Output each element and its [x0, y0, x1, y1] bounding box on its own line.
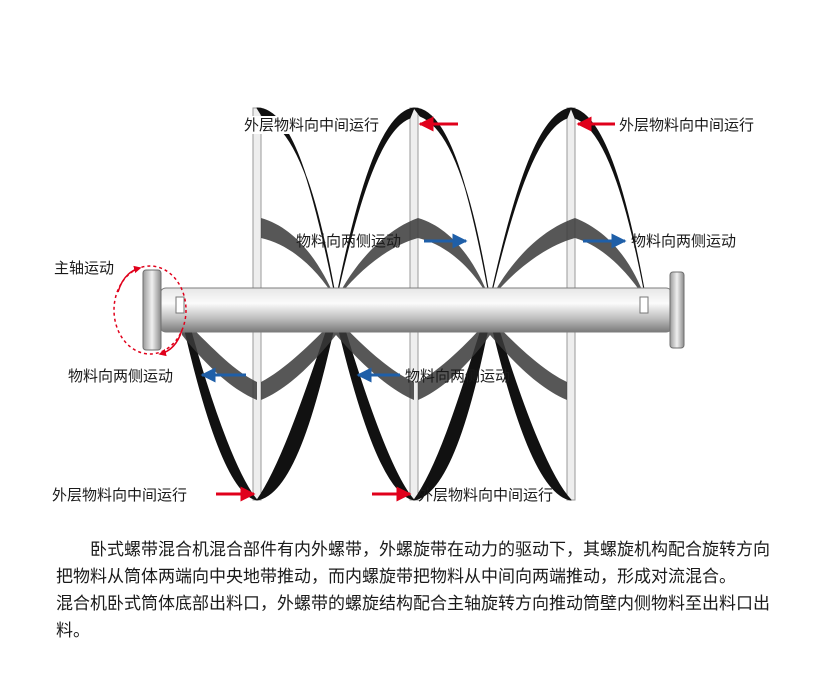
description-paragraph-1: 卧式螺带混合机混合部件有内外螺带，外螺旋带在动力的驱动下，其螺旋机构配合旋转方向… [56, 540, 770, 587]
label-outer-top-left: 外层物料向中间运行 [244, 116, 380, 134]
label-inner-lower-left: 物料向两侧运动 [68, 367, 174, 385]
label-outer-top-right: 外层物料向中间运行 [619, 116, 755, 134]
label-inner-lower-mid: 物料向两侧运动 [405, 367, 511, 385]
main-shaft [142, 269, 685, 351]
inner-flow-arrows [200, 233, 627, 383]
description-paragraph-2: 混合机卧式筒体底部出料口，外螺带的螺旋结构配合主轴旋转方向推动筒壁内侧物料至出料… [56, 594, 770, 641]
label-shaft-motion: 主轴运动 [54, 259, 115, 277]
ribbon-mixer-illustration [113, 107, 685, 502]
label-inner-upper-mid: 物料向两侧运动 [296, 232, 402, 250]
description: 卧式螺带混合机混合部件有内外螺带，外螺旋带在动力的驱动下，其螺旋机构配合旋转方向… [56, 537, 786, 645]
label-outer-bottom-left: 外层物料向中间运行 [52, 486, 188, 504]
label-inner-upper-right: 物料向两侧运动 [631, 232, 737, 250]
rotation-arrow-bottom [158, 329, 183, 357]
inner-ribbon [182, 218, 646, 400]
rotation-arrow-top [117, 265, 142, 293]
ribbon-mixer-diagram: 外层物料向中间运行 外层物料向中间运行 外层物料向中间运行 外层物料向中间运行 … [52, 107, 755, 504]
rotation-ring [113, 265, 187, 355]
outer-flow-arrows [216, 116, 615, 502]
label-outer-bottom-right: 外层物料向中间运行 [418, 486, 554, 504]
